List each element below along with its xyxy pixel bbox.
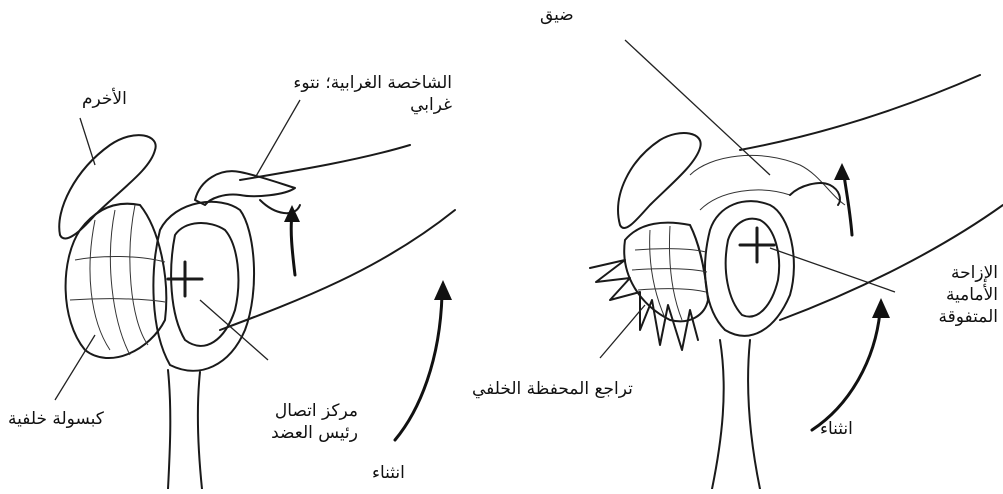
left-small-arrow-shaft [291, 215, 295, 275]
right-humerus-shaft-right-edge [748, 340, 760, 489]
label-center-of-humeral-head: مركز اتصال رئيس العضد [248, 400, 358, 444]
label-right-flexion: انثناء [820, 418, 853, 440]
right-capsule-retraction-spikes [590, 260, 698, 350]
left-humeral-head-inner [171, 223, 238, 346]
right-humeral-head-inner [726, 219, 779, 317]
right-flexion-arrow-shaft [812, 312, 880, 430]
left-center-leader [200, 300, 268, 360]
left-flexion-arrow-shaft [395, 295, 442, 440]
left-humerus-shaft-left-edge [168, 370, 170, 489]
right-capsule-shape [624, 223, 708, 322]
label-anterosuperior-translation: الإزاحة الأمامية المتفوقة [900, 262, 998, 328]
right-small-arrow-shaft [844, 175, 852, 235]
right-small-arrow-head [834, 163, 850, 180]
left-humerus-shaft-right-edge [198, 372, 202, 489]
label-posterior-capsule: كبسولة خلفية [8, 408, 104, 430]
right-flexion-arrow-head [872, 298, 890, 318]
label-posterior-capsule-retraction: تراجع المحفظة الخلفي [472, 378, 633, 400]
right-retraction-leader [600, 305, 645, 358]
left-flexion-arrow-head [434, 280, 452, 300]
label-left-flexion: انثناء [372, 462, 405, 484]
left-center-cross [168, 262, 202, 296]
left-acromion-leader [80, 118, 95, 165]
left-capsule-leader [55, 335, 95, 400]
right-humerus-shaft-left-edge [712, 340, 724, 489]
right-arm-upper-contour [740, 75, 980, 150]
right-translation-leader [770, 248, 895, 292]
label-acromion: الأخرم [82, 88, 127, 110]
right-center-cross [740, 228, 774, 262]
left-arm-upper-contour [240, 145, 410, 180]
left-coracoid-shape [195, 171, 295, 205]
right-acromion-shape [618, 133, 701, 228]
left-posterior-capsule-shape [66, 204, 167, 358]
left-arm-lower-contour [220, 210, 455, 330]
label-coracoid: الشاخصة الغرابية؛ نتوء غرابي [212, 72, 452, 116]
right-glenoid-outline [705, 201, 794, 336]
left-acromion-shape [59, 135, 155, 238]
label-narrowing: ضيق [540, 4, 574, 26]
